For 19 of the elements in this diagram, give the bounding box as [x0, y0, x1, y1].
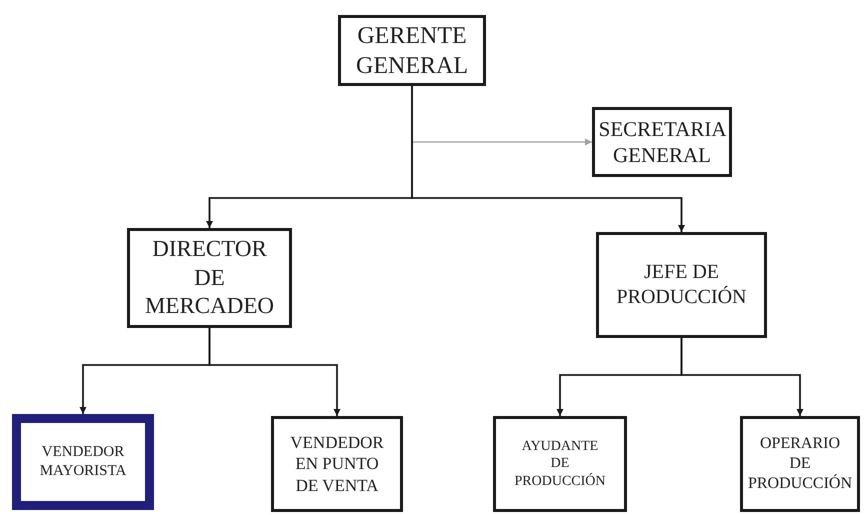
- position-box: [127, 228, 292, 328]
- position-box: [592, 107, 732, 177]
- position-box: [12, 414, 154, 510]
- connector-arrow: [208, 328, 340, 416]
- position-title: OPERARIO DE PRODUCCIÓN: [748, 434, 852, 494]
- position-title: DIRECTOR DE MERCADEO: [144, 234, 274, 320]
- position-box: [271, 416, 403, 512]
- position-box: [740, 416, 860, 512]
- position-title: VENDEDOR EN PUNTO DE VENTA: [289, 432, 385, 496]
- position-box: [493, 416, 627, 512]
- position-box: [338, 15, 486, 86]
- position-box: [596, 232, 767, 338]
- position-title: JEFE DE PRODUCCIÓN: [616, 260, 747, 310]
- connector-arrow: [411, 86, 685, 232]
- connector-arrow: [680, 338, 804, 416]
- position-title: AYUDANTE DE PRODUCCIÓN: [514, 438, 606, 490]
- position-title: SECRETARIA GENERAL: [598, 116, 726, 168]
- position-title: VENDEDOR MAYORISTA: [40, 443, 126, 481]
- position-title: GERENTE GENERAL: [356, 22, 468, 80]
